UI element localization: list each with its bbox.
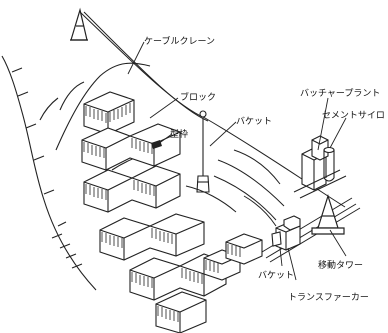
suspended-bucket <box>196 110 210 193</box>
cement-silo <box>323 146 335 182</box>
transfer-car <box>275 215 301 251</box>
formwork-hatching <box>83 103 241 322</box>
label-batcher-plant: バッチャープラント <box>300 88 380 99</box>
cable-crane-pylon-left <box>70 7 88 41</box>
label-bucket-top: バケット <box>236 116 272 127</box>
bottom-bucket <box>271 231 282 247</box>
concrete-block-dam <box>81 91 263 333</box>
label-transfer-car: トランスファーカー <box>288 292 369 303</box>
moving-tower <box>311 193 345 235</box>
label-moving-tower: 移動タワー <box>318 259 363 271</box>
label-formwork: 型枠 <box>170 128 188 140</box>
formwork-marker <box>151 140 162 149</box>
label-bucket-bottom: バケット <box>258 270 294 281</box>
label-cement-silo: セメントサイロ <box>322 110 385 121</box>
river-bed-lines <box>185 149 285 227</box>
leader-lines <box>127 41 347 281</box>
plant-ground-lines <box>293 169 347 199</box>
label-cable-crane: ケーブルクレーン <box>144 35 215 47</box>
label-block: ブロック <box>180 91 216 103</box>
